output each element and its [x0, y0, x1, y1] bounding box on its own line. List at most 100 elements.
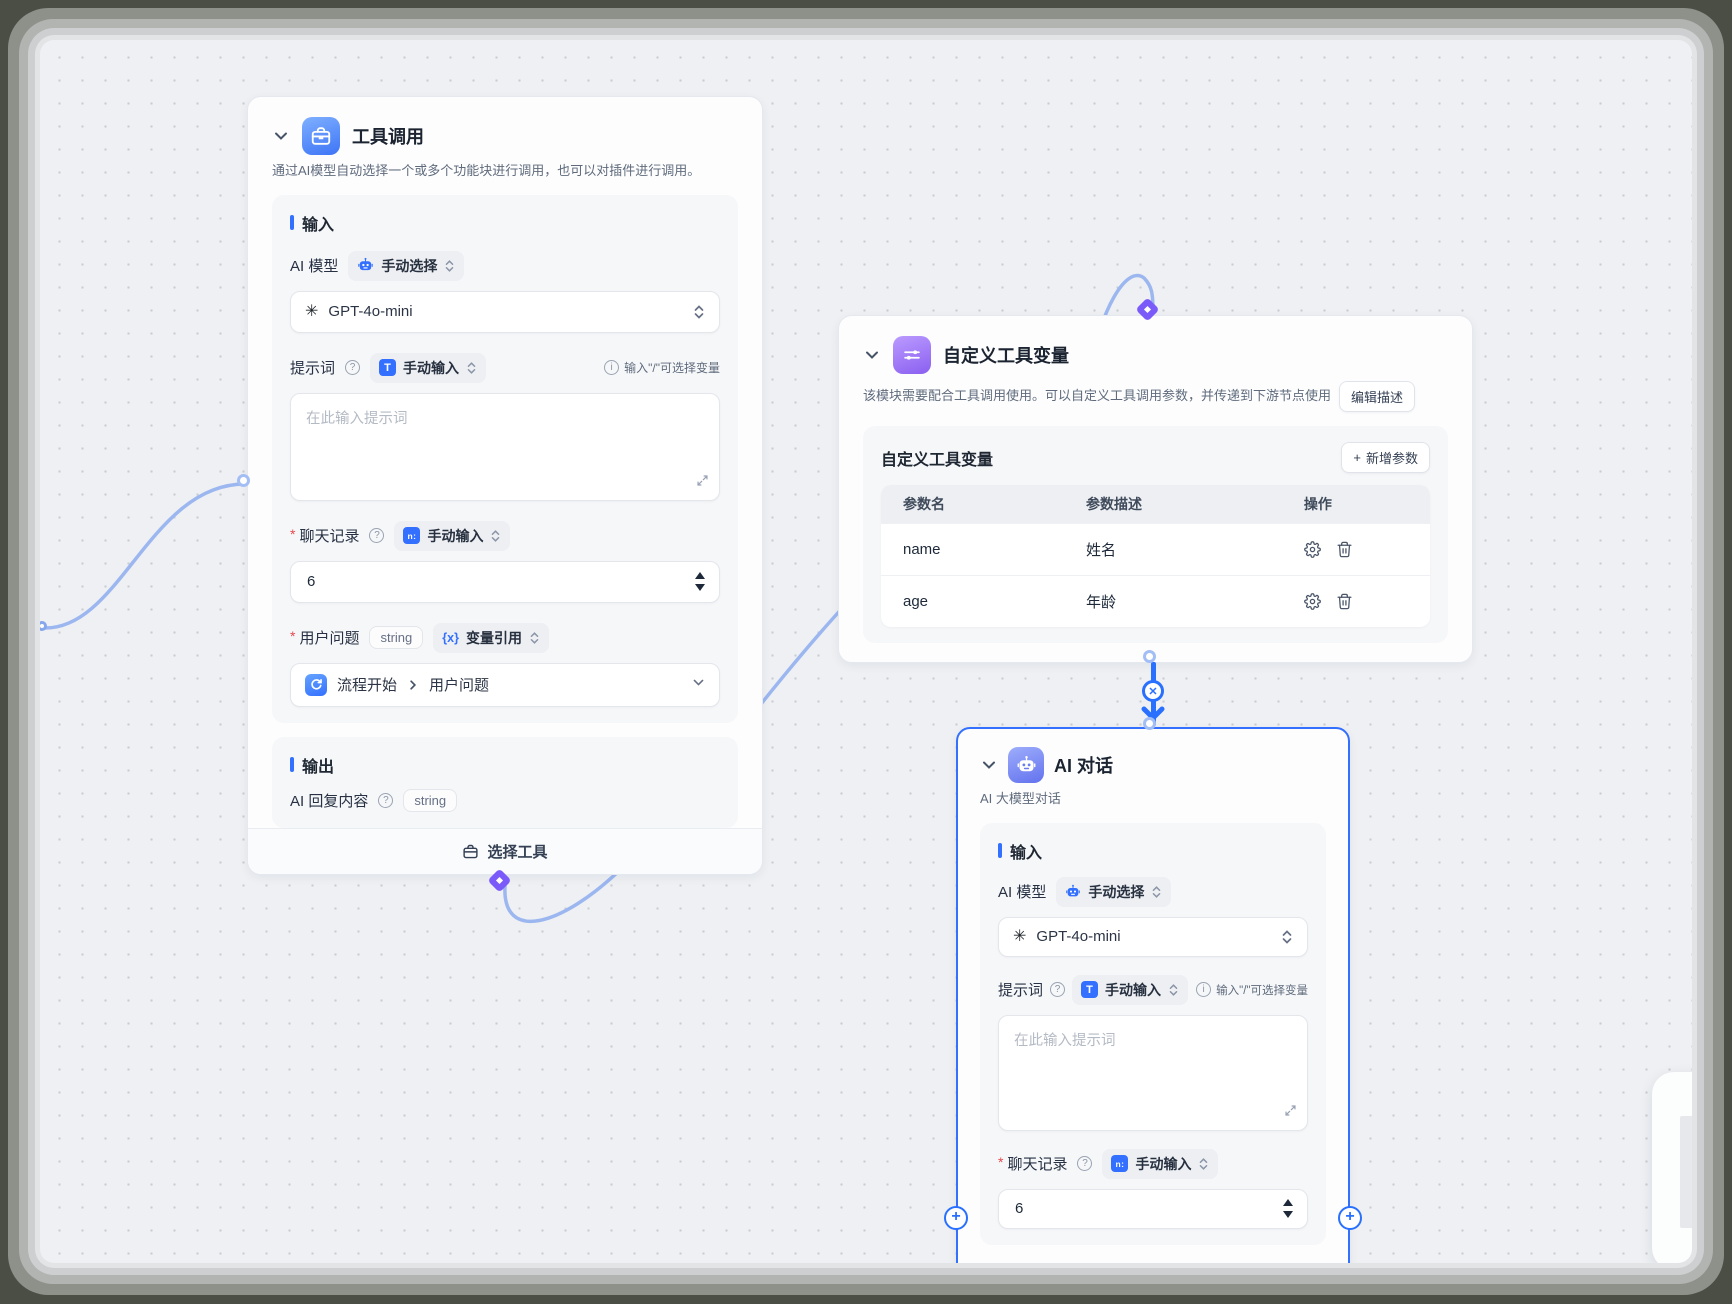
prompt-textarea[interactable] [999, 1015, 1307, 1130]
trash-icon[interactable] [1336, 541, 1353, 558]
table-row: name 姓名 [881, 523, 1430, 575]
add-connection-left-port[interactable]: + [944, 1206, 968, 1230]
input-panel: 输入 AI 模型 手动选择 ✳ GPT-4o-mini [980, 822, 1326, 1245]
help-icon[interactable]: ? [1077, 1156, 1093, 1172]
select-tool-button[interactable]: 选择工具 [248, 828, 762, 874]
input-section-label: 输入 [302, 216, 335, 234]
section-bar [290, 757, 294, 773]
prompt-textarea-wrap [290, 392, 720, 501]
param-name: name [903, 541, 941, 558]
chevron-down-icon[interactable] [272, 127, 290, 145]
chevron-down-icon[interactable] [863, 346, 881, 364]
gear-icon[interactable] [1303, 593, 1321, 610]
remove-edge-button[interactable]: ✕ [1142, 680, 1164, 702]
chevron-down-icon[interactable] [980, 756, 998, 774]
col-param-desc: 参数描述 [1085, 496, 1142, 512]
add-parameter-button[interactable]: + 新增参数 [1341, 442, 1430, 473]
stepper-arrows[interactable] [1283, 1190, 1293, 1228]
gear-icon[interactable] [1303, 541, 1321, 558]
param-name: age [903, 593, 929, 610]
node-subtitle: AI 大模型对话 [980, 791, 1061, 806]
chevrons-up-down-icon [1200, 1157, 1208, 1170]
table-row: age 年龄 [881, 575, 1430, 627]
robot-icon [358, 258, 374, 271]
help-icon[interactable]: ? [369, 528, 385, 544]
minimap-panel[interactable] [1652, 1072, 1692, 1263]
chevrons-up-down-icon [1281, 929, 1293, 945]
chevrons-up-down-icon [446, 259, 454, 272]
chevrons-up-down-icon [1169, 983, 1178, 996]
info-icon: i [604, 360, 620, 376]
sliders-icon [893, 336, 931, 374]
param-desc: 姓名 [1085, 542, 1116, 559]
help-icon[interactable]: ? [1050, 982, 1066, 998]
number-input-icon: n: [403, 527, 421, 545]
target-port[interactable] [1143, 717, 1156, 730]
chevrons-up-down-icon [467, 361, 476, 374]
output-section-label: 输出 [302, 758, 335, 776]
model-select[interactable]: ✳ GPT-4o-mini [290, 290, 720, 333]
chat-history-input[interactable] [999, 1200, 1261, 1218]
node-description: 该模块需要配合工具调用使用。可以自定义工具调用参数，并传递到下游节点使用 [863, 388, 1332, 404]
text-input-icon: T [379, 359, 397, 377]
openai-logo-icon: ✳ [305, 302, 319, 320]
chevron-down-icon [692, 676, 705, 694]
model-select-value: GPT-4o-mini [1036, 928, 1121, 946]
prompt-label: 提示词 [998, 982, 1044, 1000]
help-icon[interactable]: ? [345, 360, 361, 376]
input-section-label: 输入 [1010, 844, 1043, 862]
prompt-textarea[interactable] [291, 393, 719, 500]
briefcase-icon [302, 117, 340, 155]
chat-history-mode-badge[interactable]: n: 手动输入 [394, 520, 511, 551]
table-header-row: 参数名 参数描述 操作 [881, 485, 1430, 523]
expand-icon[interactable] [1284, 1104, 1297, 1122]
user-question-mode-badge[interactable]: {x} 变量引用 [433, 622, 549, 653]
wire-open-endpoint[interactable] [40, 621, 47, 631]
edit-description-button[interactable]: 编辑描述 [1339, 381, 1416, 412]
robot-icon [1008, 747, 1044, 783]
required-asterisk: * [290, 525, 296, 542]
model-select-value: GPT-4o-mini [328, 303, 413, 321]
prompt-label: 提示词 [290, 360, 336, 378]
robot-icon [1066, 884, 1081, 897]
chevrons-up-down-icon [530, 631, 539, 644]
help-icon[interactable]: ? [378, 792, 394, 808]
chevrons-up-down-icon [693, 304, 705, 320]
chat-history-mode-badge[interactable]: n: 手动输入 [1102, 1148, 1219, 1179]
flow-canvas[interactable]: 工具调用 通过AI模型自动选择一个或多个功能块进行调用，也可以对插件进行调用。 … [40, 40, 1692, 1263]
param-desc: 年龄 [1085, 594, 1116, 611]
prompt-hint: 输入"/"可选择变量 [624, 361, 720, 376]
add-connection-right-port[interactable]: + [1338, 1206, 1362, 1230]
source-port[interactable] [1143, 650, 1156, 663]
chevrons-up-down-icon [1153, 885, 1161, 898]
variable-reference-select[interactable]: 流程开始 用户问题 [290, 662, 720, 707]
node-title: AI 对话 [1054, 756, 1114, 776]
node-title: 工具调用 [352, 127, 424, 147]
briefcase-icon [463, 844, 479, 859]
parameters-table: 参数名 参数描述 操作 name 姓名 age 年龄 [881, 485, 1430, 627]
variable-icon: {x} [442, 630, 459, 645]
prompt-mode-badge[interactable]: T 手动输入 [1072, 974, 1189, 1005]
model-select[interactable]: ✳ GPT-4o-mini [998, 916, 1308, 957]
trash-icon[interactable] [1336, 593, 1353, 610]
input-port[interactable] [237, 474, 250, 487]
section-bar [998, 843, 1002, 859]
expand-icon[interactable] [696, 474, 709, 492]
node-title: 自定义工具变量 [943, 346, 1069, 366]
section-bar [290, 215, 294, 231]
info-icon: i [1196, 982, 1212, 998]
chat-history-stepper[interactable] [998, 1188, 1308, 1229]
number-input-icon: n: [1111, 1155, 1129, 1173]
ai-model-mode-badge[interactable]: 手动选择 [348, 250, 465, 281]
panel-title: 自定义工具变量 [881, 451, 994, 469]
chat-history-input[interactable] [291, 573, 655, 591]
chevrons-up-down-icon [492, 529, 500, 542]
node-tool-call[interactable]: 工具调用 通过AI模型自动选择一个或多个功能块进行调用，也可以对插件进行调用。 … [247, 96, 763, 875]
stepper-arrows[interactable] [695, 562, 705, 602]
reply-label: AI 回复内容 [290, 792, 369, 810]
prompt-mode-badge[interactable]: T 手动输入 [370, 352, 487, 383]
ai-model-mode-badge[interactable]: 手动选择 [1056, 876, 1172, 907]
node-ai-chat[interactable]: AI 对话 AI 大模型对话 输入 AI 模型 手动选择 [956, 727, 1350, 1263]
node-custom-tool-variables[interactable]: 自定义工具变量 该模块需要配合工具调用使用。可以自定义工具调用参数，并传递到下游… [838, 315, 1473, 663]
chat-history-stepper[interactable] [290, 560, 720, 603]
